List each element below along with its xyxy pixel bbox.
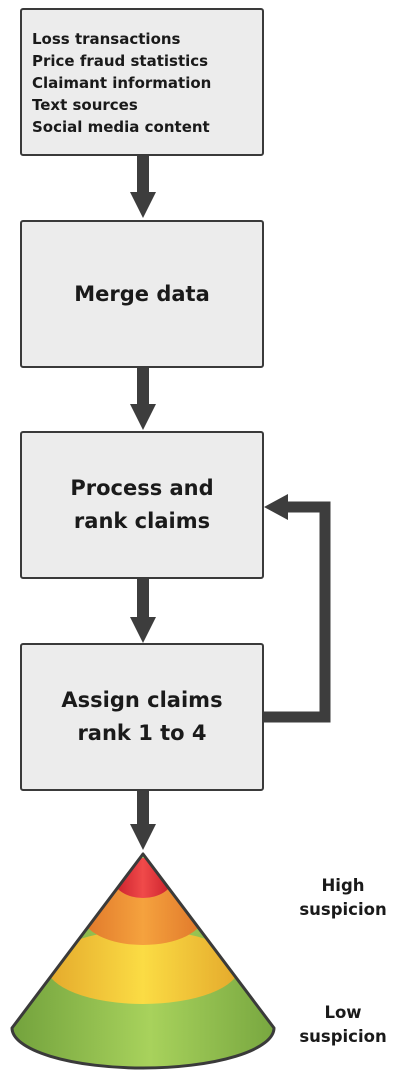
- high-suspicion-line1: High: [321, 876, 365, 895]
- assign-rank-label-line2: rank 1 to 4: [77, 721, 207, 745]
- cone-band-orange: [82, 885, 204, 945]
- low-suspicion-line2: suspicion: [299, 1027, 387, 1046]
- data-sources-box: Loss transactions Price fraud statistics…: [20, 8, 264, 156]
- merge-data-box: Merge data: [20, 220, 264, 368]
- data-sources-list: Loss transactions Price fraud statistics…: [22, 10, 262, 138]
- source-loss-transactions: Loss transactions: [32, 30, 181, 48]
- merge-data-label: Merge data: [74, 281, 210, 306]
- low-suspicion-label: Low suspicion: [293, 1001, 393, 1049]
- source-text-sources: Text sources: [32, 96, 138, 114]
- feedback-loop-arrow: [264, 494, 331, 723]
- source-claimant-information: Claimant information: [32, 74, 212, 92]
- process-rank-label-line1: Process and: [70, 476, 214, 500]
- suspicion-cone: [10, 852, 276, 1070]
- process-rank-box: Process and rank claims: [20, 431, 264, 579]
- assign-rank-box: Assign claims rank 1 to 4: [20, 643, 264, 791]
- cone-band-yellow: [47, 930, 239, 1004]
- low-suspicion-line1: Low: [324, 1003, 362, 1022]
- arrow-merge-to-process: [130, 368, 156, 430]
- source-price-fraud-statistics: Price fraud statistics: [32, 52, 209, 70]
- arrow-sources-to-merge: [130, 156, 156, 218]
- cone-band-red: [113, 858, 173, 898]
- assign-rank-label-line1: Assign claims: [61, 688, 223, 712]
- high-suspicion-label: High suspicion: [293, 874, 393, 922]
- source-social-media-content: Social media content: [32, 118, 210, 136]
- arrow-assign-to-cone: [130, 791, 156, 850]
- cone-outline: [10, 852, 276, 1070]
- arrow-process-to-assign: [130, 579, 156, 643]
- high-suspicion-line2: suspicion: [299, 900, 387, 919]
- process-rank-label-line2: rank claims: [73, 509, 211, 533]
